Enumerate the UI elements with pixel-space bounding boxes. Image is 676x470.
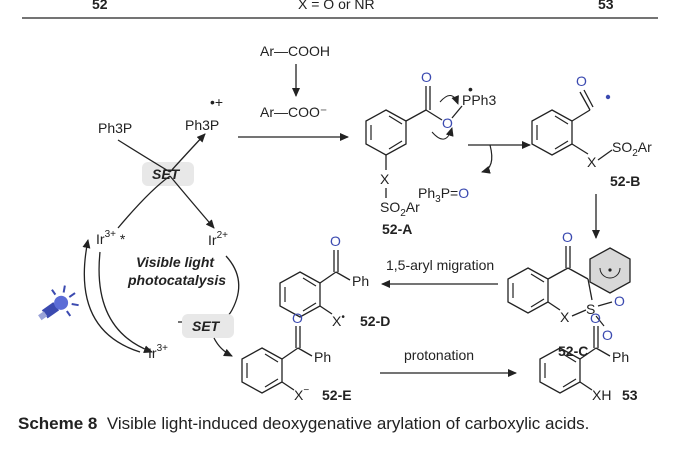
carbonyl-o-52c: O (562, 229, 573, 245)
reagent-block: Ar—COOH Ar—COO⁻ (238, 43, 349, 141)
carbonyl-o-52a: O (421, 69, 432, 85)
compound-53: O Ph XH 53 (539, 310, 638, 403)
arc-to-52e (213, 337, 233, 357)
spiro-delocalization (599, 267, 621, 279)
carboxylate-label: Ar—COO⁻ (260, 104, 327, 120)
label-52: 52 (92, 0, 108, 12)
arc-ph3p-in (117, 139, 171, 173)
cycle-center-line1: Visible light (136, 254, 215, 270)
arc-ph3p-out (169, 133, 206, 173)
ester-o-52a: O (442, 115, 453, 131)
ph3p-label: Ph3P (98, 120, 132, 136)
radical-dot-p: • (468, 81, 473, 97)
scheme-caption: Scheme 8 Visible light-induced deoxygena… (18, 411, 658, 436)
set-top-label: SET (152, 166, 181, 182)
cycle-center-line2: photocatalysis (127, 272, 226, 288)
pph3-label: PPh3 (462, 92, 496, 108)
x-52b: X (587, 154, 597, 170)
xh-53: XH (592, 387, 611, 403)
reaction-scheme: 52 X = O or NR 53 Ph3P Ph3P •+ SET Ir3+ … (22, 0, 658, 403)
protonation-label: protonation (404, 347, 474, 363)
x-52c: X (560, 309, 570, 325)
radical-cation-mark: •+ (210, 94, 223, 110)
light-bulb-icon (38, 285, 79, 321)
arc-right-down (209, 255, 240, 323)
acid-label: Ar—COOH (260, 43, 330, 59)
carbonyl-o-52e: O (292, 310, 303, 326)
arc-ir3-excitation (82, 239, 141, 353)
spiro-radical-dot (608, 268, 612, 272)
curly-arrow-1 (439, 95, 459, 105)
x-52a: X (380, 171, 390, 187)
ph-53: Ph (612, 349, 629, 365)
compound-52b: O X SO2Ar 52-B (531, 73, 652, 189)
set-bottom-label: SET (192, 318, 221, 334)
caption-label: Scheme 8 (18, 414, 98, 433)
x-definition: X = O or NR (298, 0, 375, 12)
sulfonyl-o2: O (602, 327, 613, 343)
ir-excited-label: Ir3+ * (96, 229, 126, 247)
ph-52e: Ph (314, 349, 331, 365)
arc-ir-upper-left (117, 175, 171, 229)
compound-52d: O Ph X• 52-D (279, 233, 390, 329)
s-52c: S (586, 301, 595, 317)
compound-52c: O X S O O 52-C (507, 229, 631, 359)
migration-label: 1,5-aryl migration (386, 257, 494, 273)
label-53-product: 53 (622, 387, 638, 403)
curly-arrow-2 (431, 127, 454, 140)
so2ar-52a: SO2Ar (380, 199, 420, 219)
set-box-top (142, 162, 194, 186)
arrow-52a-52b: Ph3P=O (418, 141, 531, 205)
x-anion-52e: X− (294, 385, 309, 403)
label-52e: 52-E (322, 387, 352, 403)
label-52b: 52-B (610, 173, 640, 189)
carbonyl-o-52d: O (330, 233, 341, 249)
compound-52a: O O PPh3 • X SO2Ar 52-A (365, 69, 496, 237)
photocatalytic-cycle: Ph3P Ph3P •+ SET Ir3+ * Ir2+ Visible lig… (38, 94, 240, 361)
x-radical-52d: X• (332, 312, 345, 329)
ph3po-label: Ph3P=O (418, 185, 469, 205)
label-53: 53 (598, 0, 614, 12)
ir2-label: Ir2+ (208, 230, 228, 248)
top-fragment: 52 X = O or NR 53 (22, 0, 658, 19)
ph3p-radical-cation-label: Ph3P (185, 117, 219, 133)
ph-52d: Ph (352, 273, 369, 289)
so2ar-52b: SO2Ar (612, 139, 652, 159)
set-box-bottom (182, 314, 234, 338)
carbonyl-o-52b: O (576, 73, 587, 89)
sulfonyl-o1: O (614, 293, 625, 309)
caption-text: Visible light-induced deoxygenative aryl… (106, 414, 590, 433)
arc-ir-upper-right (169, 175, 215, 229)
arc-ir-relax (98, 251, 153, 353)
carbonyl-o-53: O (590, 310, 601, 326)
label-52a: 52-A (382, 221, 412, 237)
label-52d: 52-D (360, 313, 390, 329)
acyl-radical-dot (605, 94, 611, 100)
